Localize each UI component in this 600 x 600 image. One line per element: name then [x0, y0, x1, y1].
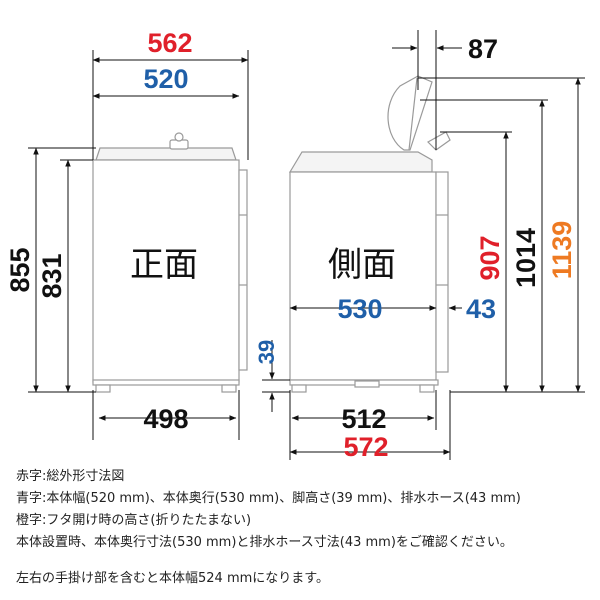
dim-39: 39	[254, 340, 279, 364]
front-base	[92, 379, 240, 386]
dim-87: 87	[468, 34, 498, 64]
side-hose-top	[427, 131, 451, 151]
side-view	[288, 75, 451, 393]
dim-907: 907	[475, 235, 505, 280]
note-confirm: 本体設置時、本体奥行寸法(530 mm)と排水ホース寸法(43 mm)をご確認く…	[16, 535, 513, 550]
side-top-panel	[288, 151, 433, 173]
dim-530: 530	[337, 294, 382, 324]
front-top-panel	[95, 147, 237, 161]
dim-855: 855	[5, 247, 35, 292]
dim-572: 572	[343, 432, 388, 460]
dim-512: 512	[341, 404, 386, 434]
note-red: 赤字:総外形寸法図	[16, 469, 125, 484]
side-body	[289, 171, 437, 381]
note-width: 左右の手掛け部を含むと本体幅524 mmになります。	[16, 571, 329, 586]
dim-1014: 1014	[511, 228, 541, 288]
note-orange: 橙字:フタ開け時の高さ(折りたたまない)	[16, 513, 252, 528]
front-label: 正面	[130, 245, 198, 285]
note-blue: 青字:本体幅(520 mm)、本体奥行(530 mm)、脚高さ(39 mm)、排…	[16, 491, 521, 506]
dim-498: 498	[143, 404, 188, 434]
side-base-center	[354, 380, 380, 388]
dim-520: 520	[143, 64, 188, 94]
front-body	[92, 159, 240, 383]
dim-831: 831	[37, 253, 67, 298]
front-foot-right	[221, 384, 237, 393]
dim-1139: 1139	[547, 221, 577, 280]
dim-43: 43	[466, 294, 496, 324]
front-side-handle	[238, 169, 248, 371]
dimension-diagram: 正面 側面	[5, 28, 585, 460]
front-knob-head	[174, 132, 184, 142]
dim-562: 562	[147, 28, 192, 58]
notes-block: 赤字:総外形寸法図 青字:本体幅(520 mm)、本体奥行(530 mm)、脚高…	[16, 466, 596, 590]
side-label: 側面	[328, 245, 396, 285]
front-foot-left	[95, 384, 111, 393]
side-foot-rear	[419, 384, 435, 393]
side-foot-front	[291, 384, 307, 393]
side-drain-hose	[435, 171, 449, 373]
front-view	[92, 132, 248, 393]
